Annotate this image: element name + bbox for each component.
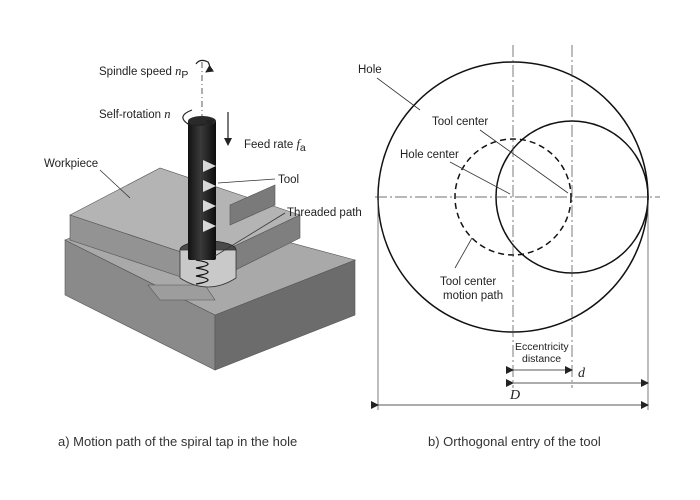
workpiece-notch: [147, 284, 216, 301]
workpiece-leader: [99, 169, 131, 199]
caption-a: a) Motion path of the spiral tap in the …: [58, 434, 297, 449]
self-rotation-arrow: [182, 109, 215, 127]
tool-leader: [217, 178, 276, 184]
spindle-speed-label: Spindle speed nP: [99, 64, 188, 81]
eccentricity-label-line2: distance: [522, 353, 561, 365]
hole-center-label: Hole center: [400, 149, 459, 161]
threaded-path-leader: [214, 212, 286, 257]
hole-leader: [376, 77, 421, 111]
motion-path-label-line1: Tool center: [440, 276, 496, 288]
tool-label: Tool: [278, 174, 299, 186]
hole-label: Hole: [358, 64, 382, 76]
panel-a-illustration: [64, 59, 356, 371]
hole-center-leader: [449, 161, 511, 195]
motion-path-leader: [454, 237, 473, 269]
caption-b: b) Orthogonal entry of the tool: [428, 434, 601, 449]
tool-center-label: Tool center: [432, 116, 488, 128]
motion-path-label-line2: motion path: [443, 290, 503, 302]
workpiece-label: Workpiece: [44, 158, 98, 170]
workpiece-slot: [229, 184, 276, 226]
tool-flutes: [203, 160, 216, 232]
eccentricity-label-line1: Eccentricity: [515, 341, 569, 353]
feed-rate-label: Feed rate fa: [244, 137, 306, 154]
self-rotation-label: Self-rotation n: [99, 107, 170, 121]
threaded-path-label: Threaded path: [287, 207, 362, 219]
hole-diameter-symbol: D: [509, 388, 520, 403]
panel-b-diagram: [371, 45, 660, 410]
tool-diameter-symbol: d: [578, 366, 586, 381]
tool-shaft: [188, 120, 216, 260]
tool-center-leader: [479, 129, 569, 194]
spindle-rotation-arrow: [195, 59, 215, 73]
